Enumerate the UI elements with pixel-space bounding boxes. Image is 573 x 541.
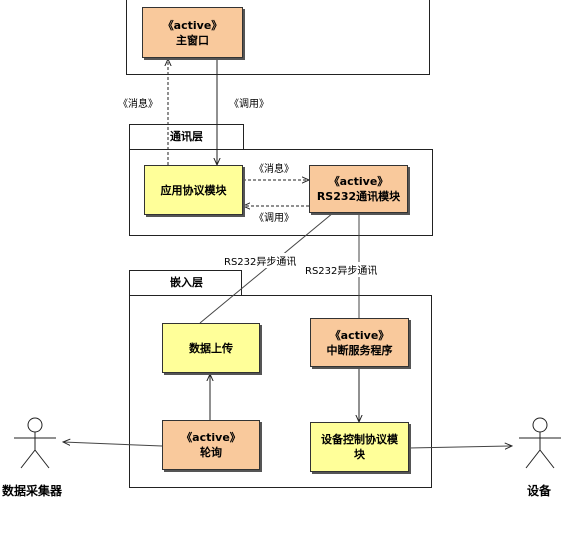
- call-label-top: 《调用》: [229, 99, 269, 110]
- comm-layer-tab: 通讯层: [129, 124, 244, 150]
- app-protocol-box: 应用协议模块: [144, 165, 243, 215]
- embedded-layer-title: 嵌入层: [170, 276, 203, 289]
- device-actor-icon: [519, 417, 561, 469]
- polling-box: 《active》 轮询: [162, 420, 260, 470]
- collector-actor-label: 数据采集器: [2, 484, 63, 498]
- message-label-top: 《消息》: [118, 99, 158, 110]
- message-label-mid: 《消息》: [254, 164, 294, 175]
- main-window-name: 主窗口: [176, 33, 209, 47]
- polling-to-collector-line: [63, 442, 163, 447]
- device-control-box: 设备控制协议模块: [310, 422, 409, 472]
- isr-stereotype: 《active》: [329, 328, 390, 342]
- app-protocol-name: 应用协议模块: [160, 183, 227, 197]
- isr-box: 《active》 中断服务程序: [310, 318, 409, 367]
- collector-actor-icon: [14, 417, 56, 469]
- call-label-mid: 《调用》: [254, 213, 294, 224]
- data-upload-box: 数据上传: [162, 323, 260, 373]
- rs232-module-stereotype: 《active》: [328, 175, 389, 188]
- device-control-to-device-line: [408, 446, 512, 448]
- rs232-async-label-2: RS232异步通讯: [305, 262, 378, 277]
- polling-name: 轮询: [200, 446, 222, 459]
- comm-layer-title: 通讯层: [170, 130, 203, 143]
- rs232-async-line-1: [199, 212, 334, 324]
- device-control-name: 设备控制协议模块: [321, 433, 398, 461]
- main-window-stereotype: 《active》: [162, 18, 223, 32]
- main-window-box: 《active》 主窗口: [142, 7, 243, 58]
- rs232-async-label-1: RS232异步通讯: [224, 253, 297, 268]
- rs232-module-box: 《active》 RS232通讯模块: [309, 165, 408, 213]
- device-actor-label: 设备: [527, 484, 552, 498]
- rs232-module-name: RS232通讯模块: [316, 190, 401, 203]
- polling-stereotype: 《active》: [181, 431, 241, 444]
- isr-name: 中断服务程序: [326, 343, 393, 357]
- data-upload-name: 数据上传: [189, 341, 233, 355]
